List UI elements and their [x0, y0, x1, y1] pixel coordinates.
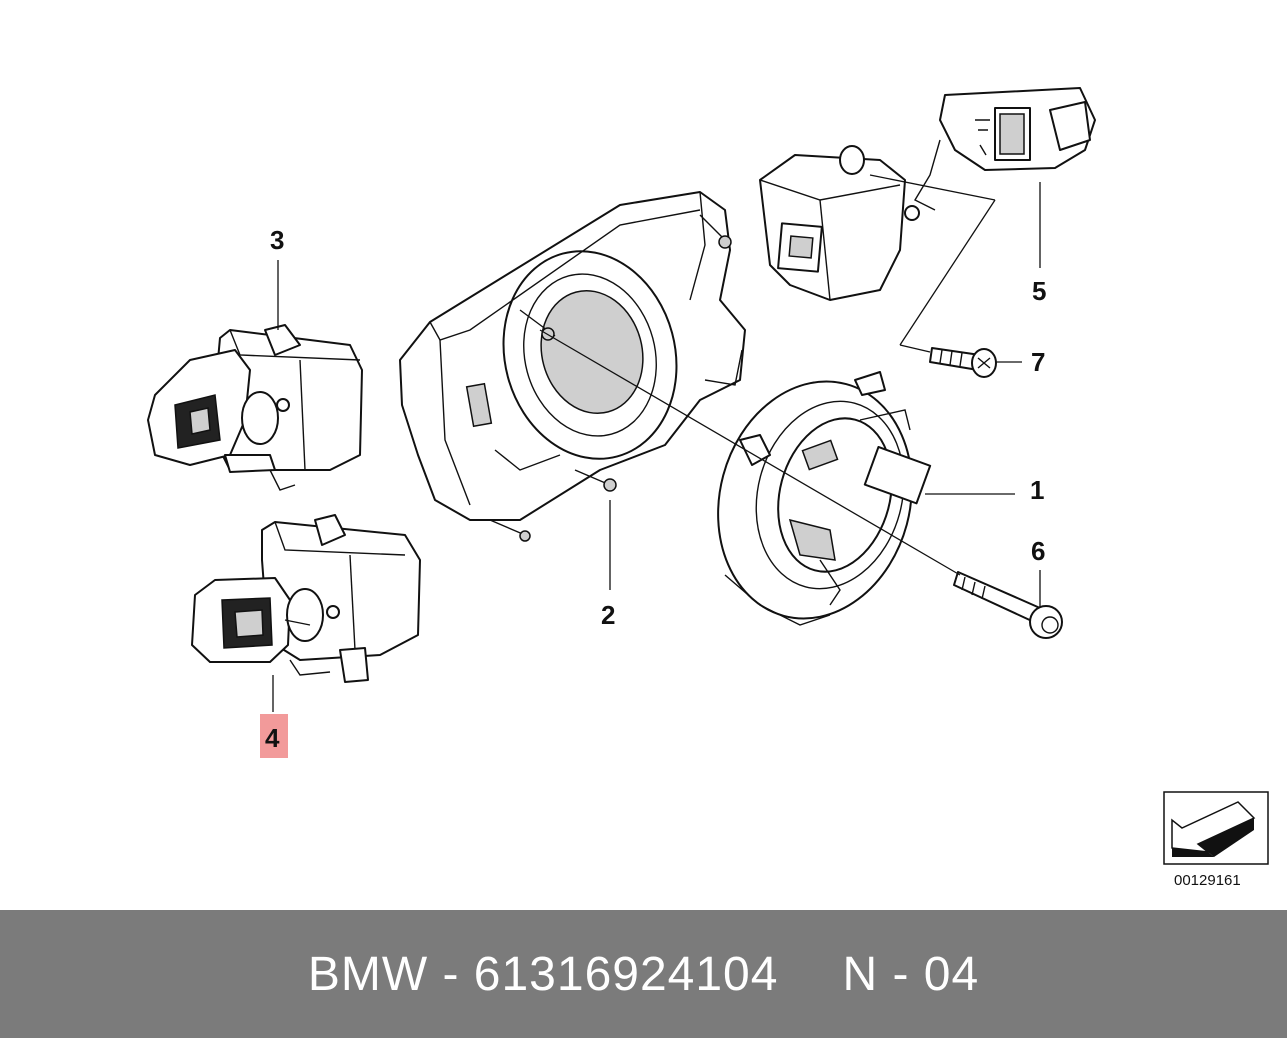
part-4-ignition-switch	[191, 514, 421, 683]
reference-number: 00129161	[1174, 872, 1241, 889]
reference-arrow-box: 00129161	[1163, 791, 1269, 889]
footer-position-text: N - 04	[842, 947, 980, 1001]
part-2-column-housing	[399, 191, 746, 542]
part-6-bolt	[953, 571, 1063, 639]
part-3-ignition-lock	[147, 324, 363, 491]
footer-part-text: BMW - 61316924104	[307, 947, 779, 1001]
callout-1: 1	[1030, 475, 1044, 505]
part-5-stalk-switch	[759, 87, 1096, 301]
part-1-clock-spring	[717, 371, 932, 626]
callout-6: 6	[1031, 536, 1045, 566]
callout-7: 7	[1031, 347, 1045, 377]
footer-bar: BMW - 61316924104 N - 04	[0, 910, 1287, 1038]
callouts: 1 2 3 4 5 6 7	[260, 225, 1046, 758]
parts-diagram: 1 2 3 4 5 6 7 00129161	[147, 87, 1269, 889]
assembly-lines	[539, 174, 996, 576]
part-7-screw	[929, 347, 997, 378]
callout-3: 3	[270, 225, 284, 255]
callout-leaders	[272, 182, 1041, 712]
callout-5: 5	[1032, 276, 1046, 306]
callout-2: 2	[601, 600, 615, 630]
callout-4-highlight	[260, 714, 288, 758]
callout-4: 4	[265, 723, 280, 753]
